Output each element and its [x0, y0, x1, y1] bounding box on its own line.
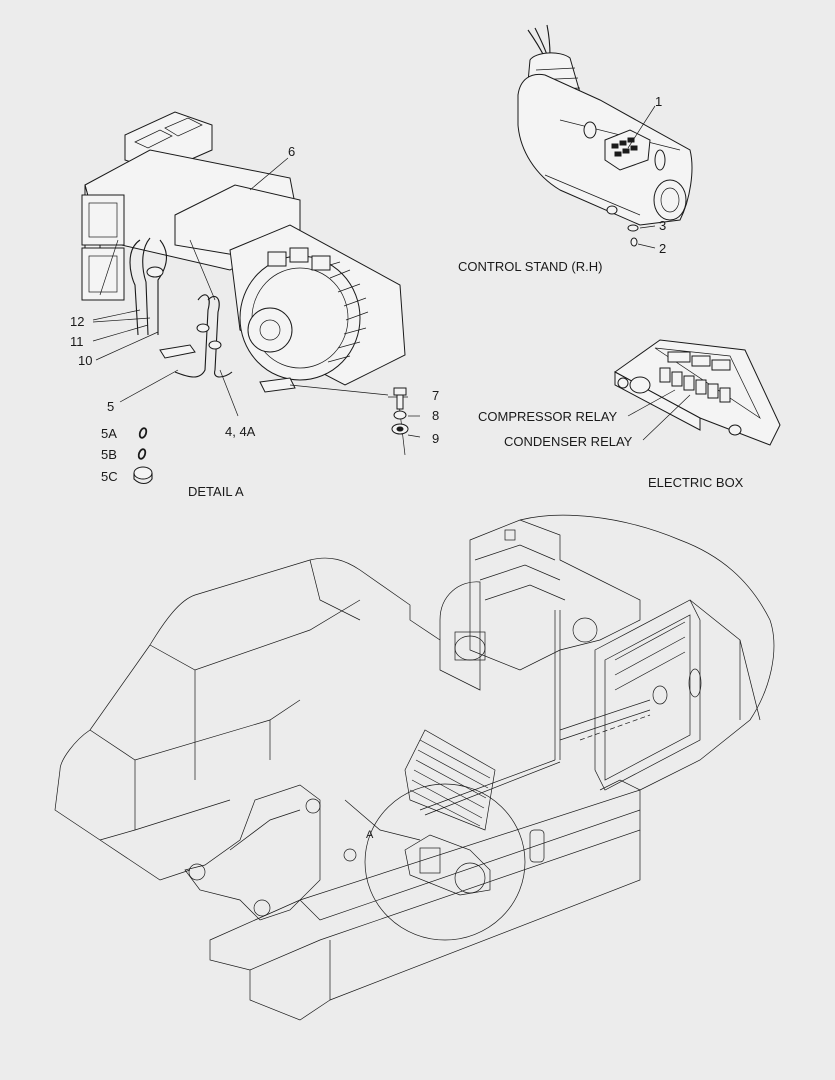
o-ring-parts	[133, 427, 153, 485]
callout-6: 6	[288, 144, 295, 159]
callout-9: 9	[432, 431, 439, 446]
callout-2: 2	[659, 241, 666, 256]
callout-5c: 5C	[101, 469, 118, 484]
detail-a-caption: DETAIL A	[188, 484, 244, 499]
condenser-relay-label: CONDENSER RELAY	[504, 434, 633, 449]
callout-11: 11	[70, 334, 84, 349]
detail-a-marker: A	[366, 829, 374, 841]
control-stand-caption: CONTROL STAND (R.H)	[458, 259, 602, 274]
callout-5: 5	[107, 399, 114, 414]
callout-10: 10	[78, 353, 92, 368]
labels: 6 12 11 10 5 4, 4A 7 8 9 5A 5B 5C DETAIL…	[70, 94, 744, 841]
callout-12: 12	[70, 314, 84, 329]
electric-box-drawing	[614, 339, 781, 446]
control-stand-drawing	[517, 24, 693, 249]
compressor-relay-label: COMPRESSOR RELAY	[478, 409, 618, 424]
callout-3: 3	[659, 218, 666, 233]
electric-box-caption: ELECTRIC BOX	[648, 475, 744, 490]
callout-1: 1	[655, 94, 662, 109]
machine-body-drawing	[54, 514, 775, 1021]
callout-8: 8	[432, 408, 439, 423]
callout-5b: 5B	[101, 447, 117, 462]
callout-5a: 5A	[101, 426, 117, 441]
hvac-unit-drawing	[81, 111, 406, 393]
bolt-washer-parts	[391, 387, 409, 435]
callout-4-4a: 4, 4A	[225, 424, 256, 439]
callout-7: 7	[432, 388, 439, 403]
